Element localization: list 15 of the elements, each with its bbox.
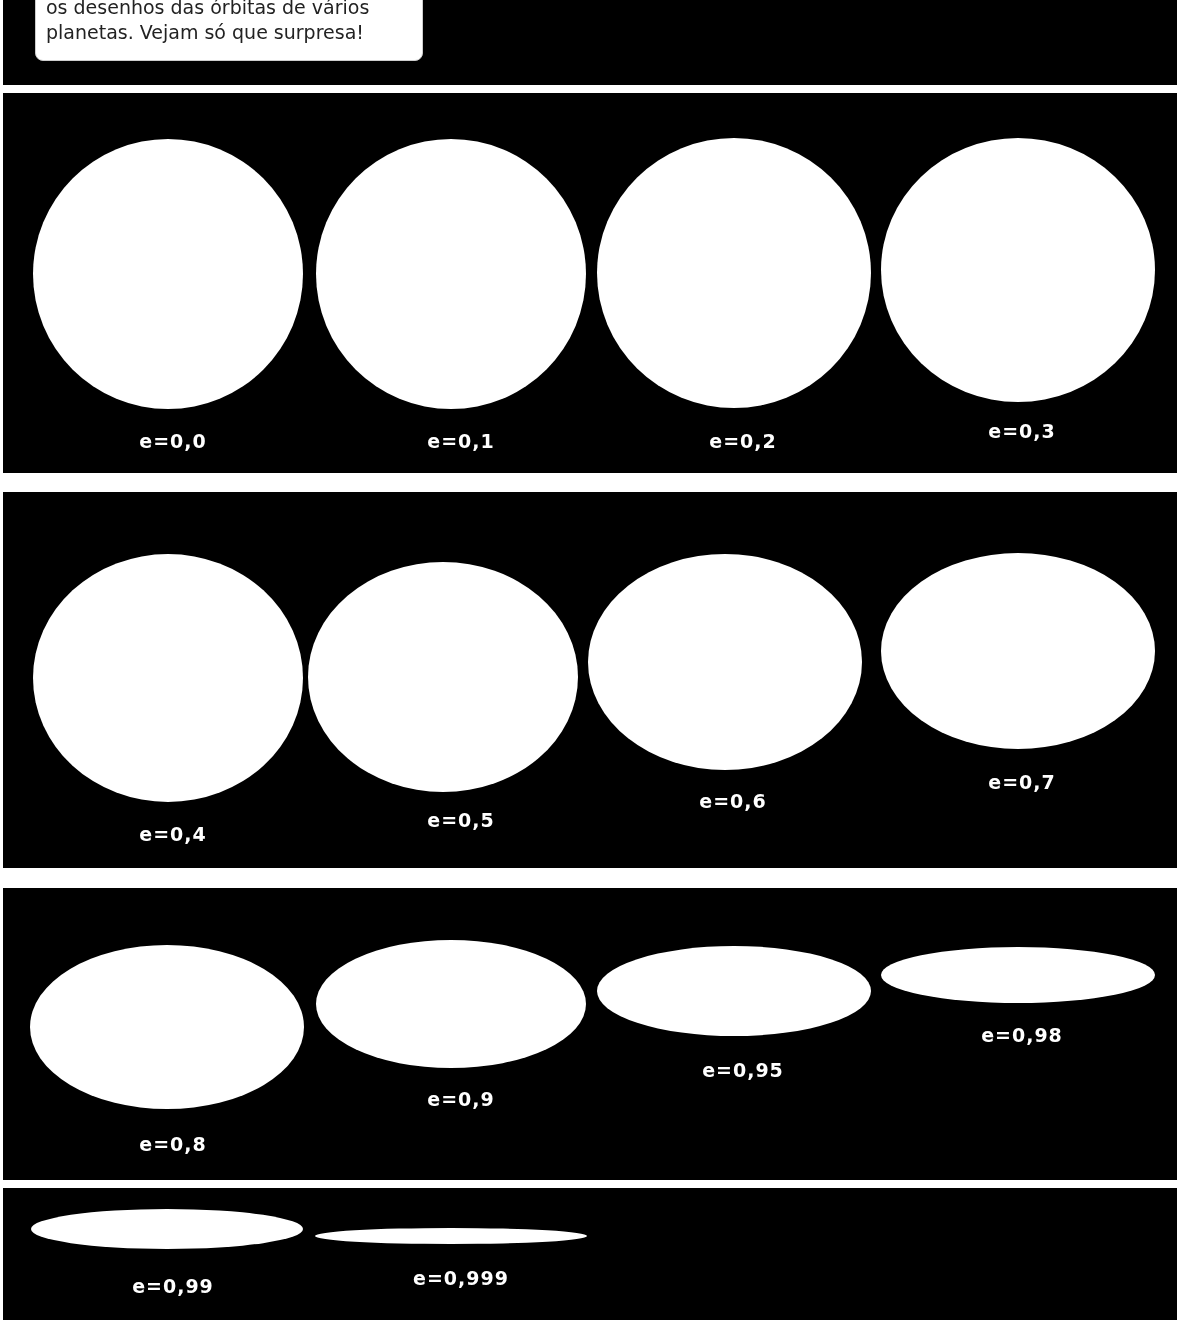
- eccentricity-label: e=0,9: [427, 1088, 495, 1110]
- eccentricity-label: e=0,4: [139, 823, 207, 845]
- eccentricity-label: e=0,8: [139, 1133, 207, 1155]
- eccentricity-label: e=0,99: [132, 1275, 214, 1297]
- eccentricity-label: e=0,95: [702, 1059, 784, 1081]
- eccentricity-label: e=0,98: [981, 1024, 1063, 1046]
- eccentricity-label: e=0,6: [699, 790, 767, 812]
- eccentricity-label: e=0,3: [988, 420, 1056, 442]
- eccentricity-label: e=0,999: [413, 1267, 509, 1289]
- eccentricity-label: e=0,1: [427, 430, 495, 452]
- speech-bubble: [35, 0, 423, 61]
- eccentricity-label: e=0,2: [709, 430, 777, 452]
- eccentricity-label: e=0,7: [988, 771, 1056, 793]
- eccentricity-label: e=0,5: [427, 809, 495, 831]
- eccentricity-label: e=0,0: [139, 430, 207, 452]
